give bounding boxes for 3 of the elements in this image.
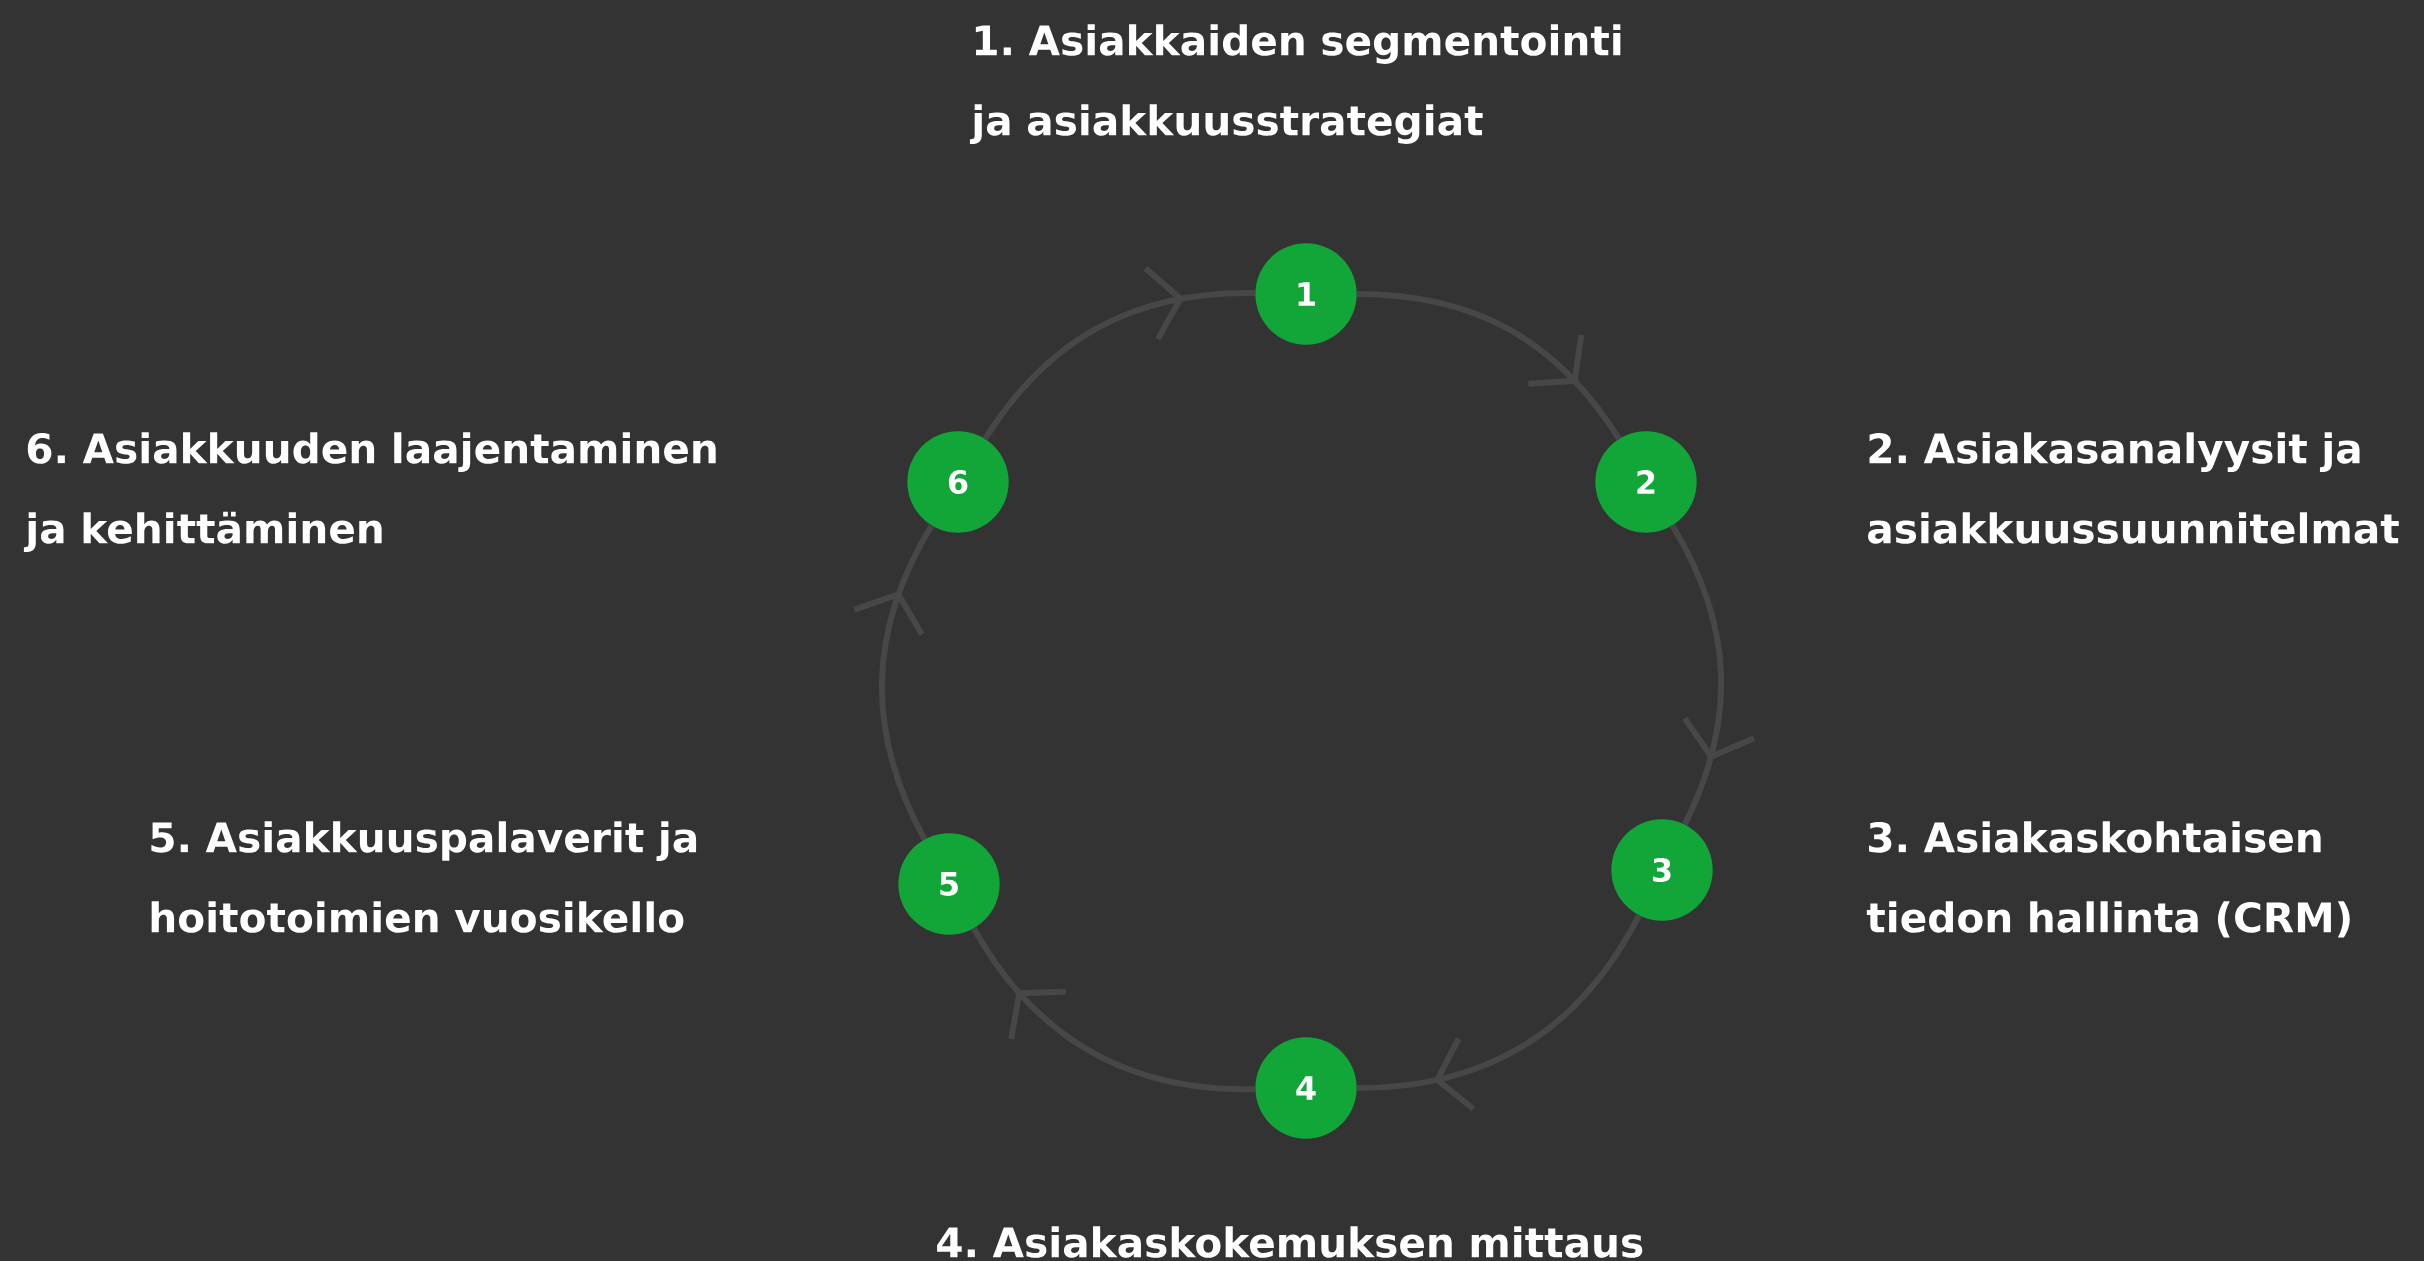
step-label: 6. Asiakkuuden laajentaminen ja kehittäminen xyxy=(23,432,716,552)
step-label: 5. Asiakkuuspalaverit ja hoitotoimien vuosikello xyxy=(151,821,697,933)
step-label: 2. Asiakasanalyysit ja asiakkuussuunnitelmat xyxy=(1868,432,2399,544)
